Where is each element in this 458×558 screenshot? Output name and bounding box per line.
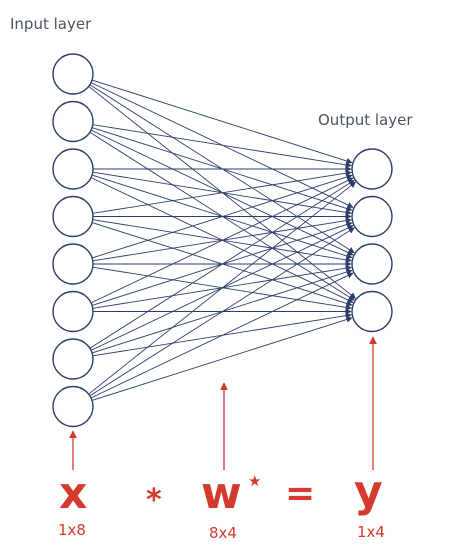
connection-line [90,177,354,304]
weight-matrix-w: w [201,468,242,519]
output-node [351,148,393,190]
output-layer-label: Output layer [318,111,413,129]
output-node [351,195,393,238]
input-node [52,385,94,428]
input-layer-nodes [52,53,94,428]
connection-line [91,316,353,401]
x-dimension-label: 1x8 [58,521,86,539]
output-node [351,243,393,285]
input-node [52,100,94,143]
w-star-superscript: ★ [248,472,261,490]
connection-line [92,170,352,214]
equals-sign: = [285,473,315,514]
connection-line [92,124,352,168]
input-node [52,338,94,380]
output-layer-nodes [351,148,393,333]
output-vector-y: y [354,466,383,517]
connection-line [90,272,354,399]
connection-line [91,174,353,259]
input-node [52,243,94,285]
connections [88,79,357,401]
connection-line [88,181,357,395]
w-dimension-label: 8x4 [209,524,237,542]
input-node [52,290,94,333]
input-vector-x: x [59,468,87,519]
output-node [351,290,393,333]
connection-line [91,79,353,164]
connection-line [89,227,355,397]
y-dimension-label: 1x4 [357,523,385,541]
input-node [52,148,94,190]
multiply-sign: * [146,483,162,518]
input-node [52,53,94,95]
input-layer-label: Input layer [10,15,92,33]
connection-line [89,179,355,349]
input-node [52,195,94,238]
